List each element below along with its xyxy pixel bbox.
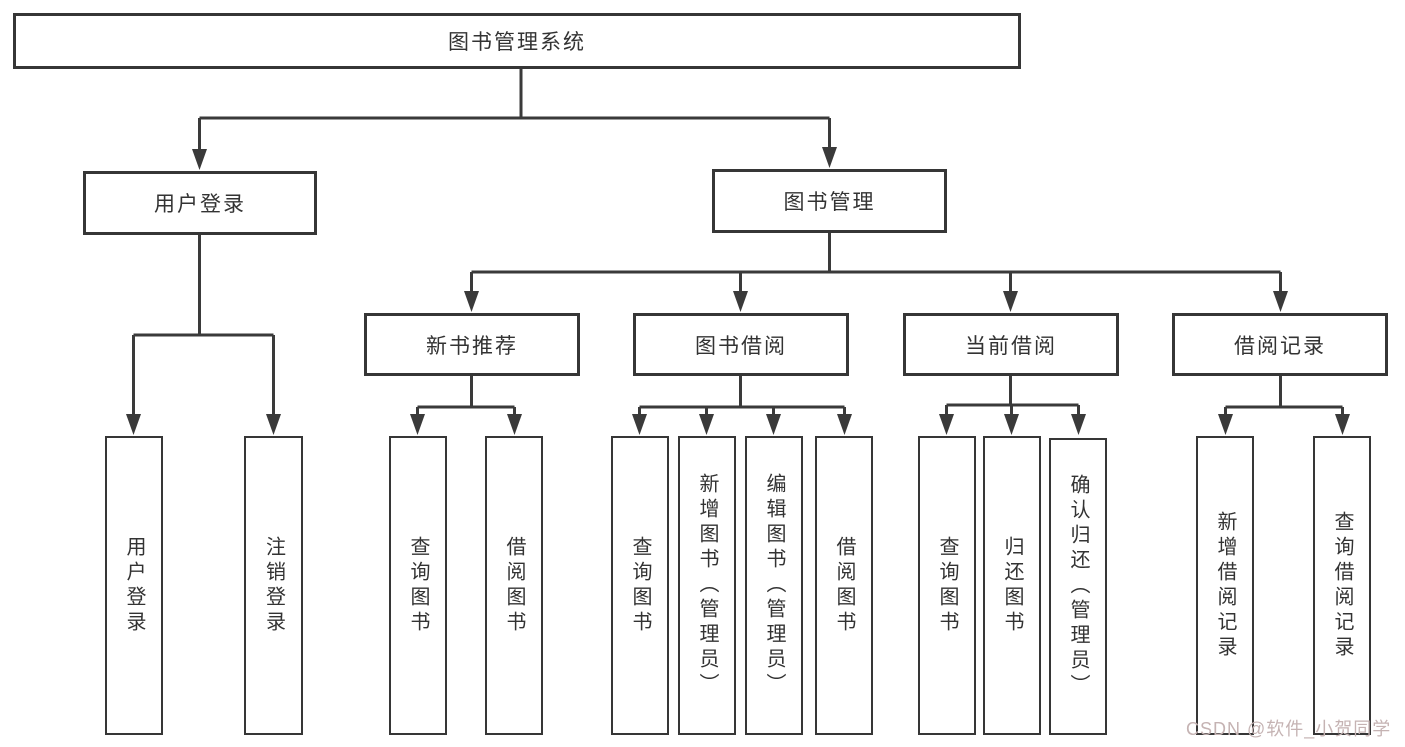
leaf-label: 用户登录 xyxy=(123,535,145,636)
leaf-query-books-borrow: 查询图书 xyxy=(611,436,669,735)
leaf-borrow-books: 借阅图书 xyxy=(815,436,873,735)
node-borrow-record: 借阅记录 xyxy=(1172,313,1388,376)
leaf-edit-books-admin: 编辑图书（管理员） xyxy=(745,436,803,735)
leaf-query-books-current: 查询图书 xyxy=(918,436,976,735)
leaf-user-login: 用户登录 xyxy=(105,436,163,735)
leaf-label: 查询图书 xyxy=(936,535,958,636)
leaf-borrow-books-recommend: 借阅图书 xyxy=(485,436,543,735)
node-root-system: 图书管理系统 xyxy=(13,13,1021,69)
leaf-add-borrow-record: 新增借阅记录 xyxy=(1196,436,1254,735)
leaf-label: 注销登录 xyxy=(262,535,285,636)
node-book-borrow: 图书借阅 xyxy=(633,313,849,376)
leaf-label: 查询借阅记录 xyxy=(1331,510,1353,661)
leaf-return-books: 归还图书 xyxy=(983,436,1041,735)
leaf-confirm-return-admin: 确认归还（管理员） xyxy=(1049,438,1107,735)
leaf-label: 借阅图书 xyxy=(833,535,855,636)
node-new-book-recommend: 新书推荐 xyxy=(364,313,580,376)
leaf-label: 查询图书 xyxy=(629,535,651,636)
node-current-borrow: 当前借阅 xyxy=(903,313,1119,376)
leaf-add-books-admin: 新增图书（管理员） xyxy=(678,436,736,735)
leaf-logout: 注销登录 xyxy=(244,436,303,735)
leaf-query-books-recommend: 查询图书 xyxy=(389,436,447,735)
leaf-label: 新增图书（管理员） xyxy=(696,473,718,698)
leaf-label: 查询图书 xyxy=(407,535,429,636)
leaf-label: 编辑图书（管理员） xyxy=(763,473,785,698)
leaf-label: 确认归还（管理员） xyxy=(1067,474,1089,699)
leaf-label: 新增借阅记录 xyxy=(1214,510,1236,661)
node-book-management: 图书管理 xyxy=(712,169,947,233)
leaf-query-borrow-record: 查询借阅记录 xyxy=(1313,436,1371,735)
leaf-label: 借阅图书 xyxy=(503,535,525,636)
leaf-label: 归还图书 xyxy=(1001,535,1023,636)
node-user-login: 用户登录 xyxy=(83,171,317,235)
csdn-watermark: CSDN @软件_小贺同学 xyxy=(1186,719,1392,739)
